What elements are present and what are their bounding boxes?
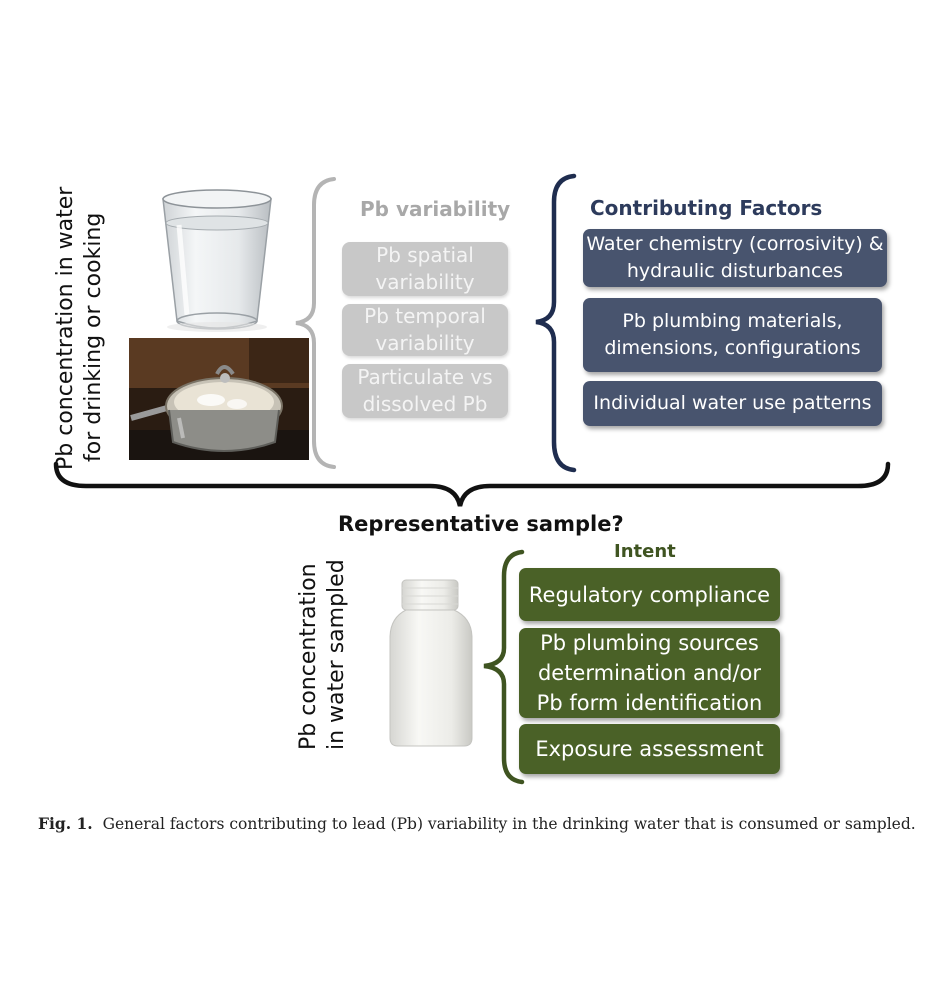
figure-caption-text: General factors contributing to lead (Pb…	[102, 815, 916, 833]
factor-box-water-chemistry-label: Water chemistry (corrosivity) & hydrauli…	[586, 233, 884, 282]
boiling-pot-image	[129, 338, 309, 460]
factor-box-plumbing-label: Pb plumbing materials, dimensions, confi…	[604, 310, 861, 359]
sample-label: Pb concentration in water sampled	[295, 559, 359, 750]
representative-sample-question: Representative sample?	[338, 512, 624, 536]
sample-bottle-image	[389, 579, 473, 747]
variability-box-spatial: Pb spatial variability	[342, 242, 508, 296]
factor-box-water-use: Individual water use patterns	[583, 381, 882, 426]
bottom-brace	[53, 461, 891, 507]
left-label-line1: Pb concentration in water	[53, 186, 78, 470]
factor-box-water-chemistry: Water chemistry (corrosivity) & hydrauli…	[583, 229, 887, 287]
figure-caption-label: Fig. 1.	[38, 814, 93, 833]
variability-box-temporal-label: Pb temporal variability	[364, 304, 486, 355]
variability-bracket	[295, 177, 336, 469]
intent-box-sources: Pb plumbing sources determination and/or…	[519, 628, 780, 718]
intent-bracket	[483, 549, 525, 785]
variability-box-particulate-label: Particulate vs dissolved Pb	[357, 365, 493, 416]
variability-heading: Pb variability	[360, 197, 511, 221]
variability-box-spatial-label: Pb spatial variability	[375, 243, 475, 294]
left-label: Pb concentration in water for drinking o…	[52, 187, 112, 470]
factors-bracket	[535, 173, 577, 473]
intent-box-regulatory-label: Regulatory compliance	[528, 582, 771, 607]
water-glass-image	[162, 189, 272, 332]
factor-box-water-use-label: Individual water use patterns	[593, 392, 872, 414]
intent-heading: Intent	[614, 541, 676, 562]
intent-box-regulatory: Regulatory compliance	[519, 568, 780, 621]
left-label-line2: for drinking or cooking	[81, 212, 106, 463]
variability-box-temporal: Pb temporal variability	[342, 304, 508, 356]
factors-heading: Contributing Factors	[590, 196, 823, 220]
factor-box-plumbing: Pb plumbing materials, dimensions, confi…	[583, 298, 882, 372]
intent-box-exposure: Exposure assessment	[519, 724, 780, 774]
variability-box-particulate: Particulate vs dissolved Pb	[342, 364, 508, 418]
figure-caption: Fig. 1. General factors contributing to …	[38, 814, 916, 833]
sample-label-line1: Pb concentration	[296, 563, 321, 750]
intent-box-sources-label: Pb plumbing sources determination and/or…	[536, 631, 763, 715]
intent-box-exposure-label: Exposure assessment	[535, 737, 764, 761]
sample-label-line2: in water sampled	[324, 559, 349, 750]
